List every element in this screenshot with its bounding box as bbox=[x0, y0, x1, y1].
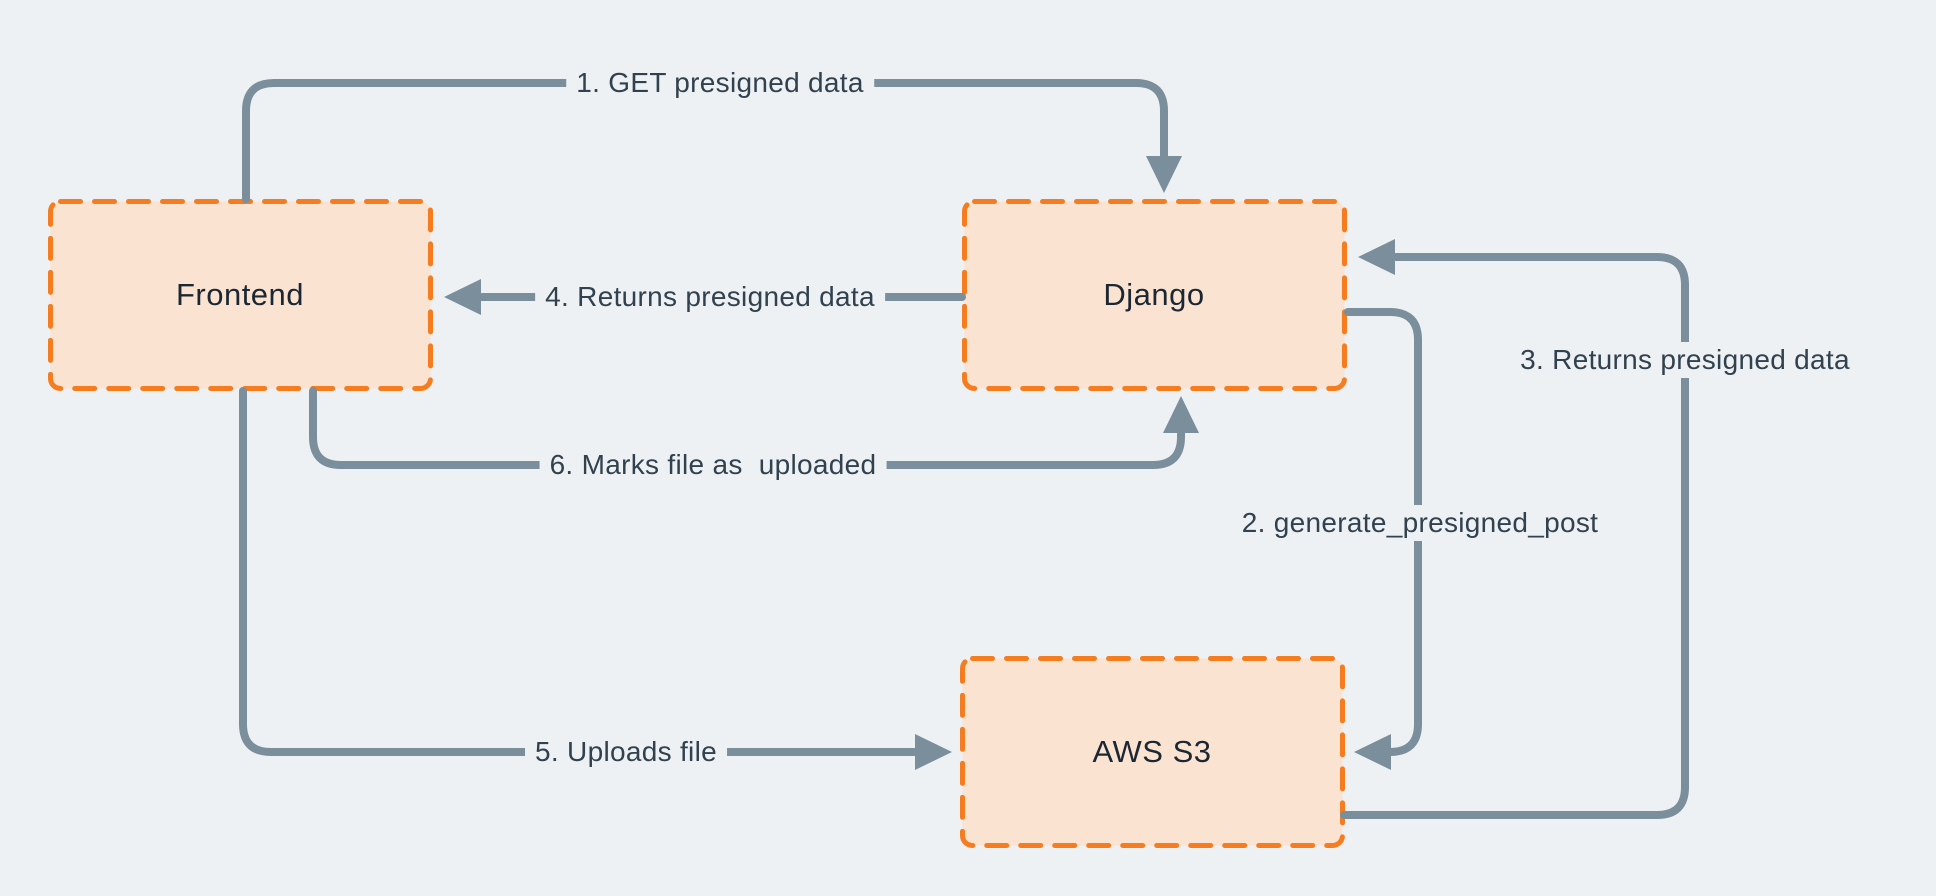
edge-1-get-presigned-data bbox=[242, 79, 1182, 203]
edge-5-uploads-file bbox=[239, 387, 952, 770]
edge-1-arrow-down-icon bbox=[1146, 156, 1182, 193]
edge-6-arrow-up-icon bbox=[1163, 396, 1199, 433]
edge-2-generate-presigned-post bbox=[1344, 308, 1422, 770]
edge-6-marks-file-uploaded bbox=[309, 387, 1199, 469]
edge-3-arrow-left-icon bbox=[1358, 239, 1395, 275]
node-aws-s3-box bbox=[960, 656, 1345, 848]
edge-3-path bbox=[1340, 253, 1689, 819]
edge-6-path bbox=[309, 387, 1185, 469]
edge-1-path bbox=[242, 79, 1168, 203]
edge-2-arrow-left-icon bbox=[1354, 734, 1391, 770]
edge-5-arrow-right-icon bbox=[915, 734, 952, 770]
edge-5-path bbox=[239, 387, 918, 756]
edge-2-path bbox=[1344, 308, 1422, 756]
edge-3-returns-presigned-data bbox=[1340, 239, 1689, 819]
edge-4-returns-presigned-data bbox=[444, 279, 966, 315]
node-django-box bbox=[962, 199, 1347, 391]
node-frontend-box bbox=[48, 199, 433, 391]
edge-4-arrow-left-icon bbox=[444, 279, 481, 315]
